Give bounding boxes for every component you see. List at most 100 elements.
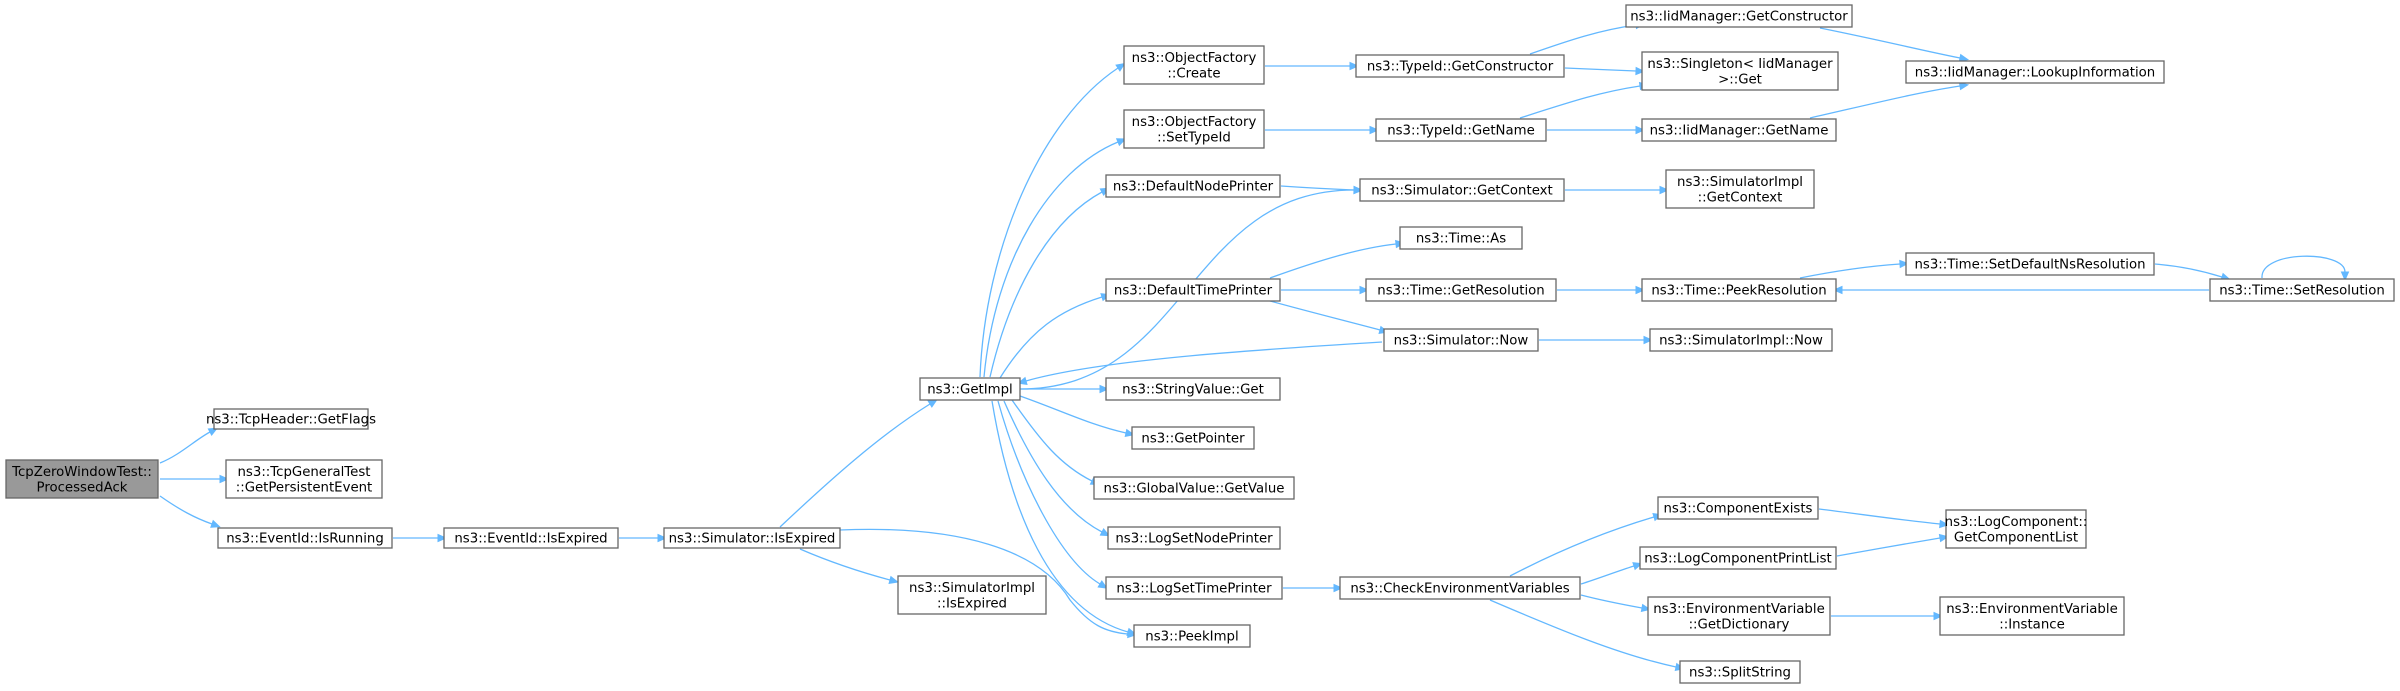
node-stringvalue_get[interactable]: ns3::StringValue::Get: [1105, 377, 1281, 401]
node-logcomponent_getcomponentlist[interactable]: ns3::LogComponent::GetComponentList: [1945, 509, 2088, 549]
node-label-line: ns3::Singleton< IidManager: [1647, 57, 1833, 72]
node-box: [213, 408, 369, 430]
node-label-line: ns3::Time::GetResolution: [1377, 284, 1544, 299]
edge-eventid_isexpired-to-simulator_isexpired: [619, 533, 668, 543]
edge-checkenvironmentvariables-to-componentexists: [1509, 513, 1663, 577]
edge-line: [1509, 516, 1655, 577]
arrowhead-icon: [1359, 285, 1370, 295]
node-peekimpl[interactable]: ns3::PeekImpl: [1133, 624, 1251, 648]
node-box: [1105, 278, 1281, 302]
node-box: [1647, 596, 1831, 636]
node-globalvalue_getvalue[interactable]: ns3::GlobalValue::GetValue: [1093, 476, 1295, 500]
node-singleton_iidmanager_get[interactable]: ns3::Singleton< IidManager >::Get: [1641, 51, 1839, 91]
edge-checkenvironmentvariables-to-environmentvariable_getdictionary: [1580, 594, 1652, 613]
node-simulatorimpl_now[interactable]: ns3::SimulatorImpl::Now: [1649, 328, 1833, 352]
node-time_setresolution[interactable]: ns3::Time::SetResolution: [2209, 278, 2395, 302]
edge-line: [1025, 341, 1383, 382]
node-time_peekresolution[interactable]: ns3::Time::PeekResolution: [1641, 278, 1837, 302]
edge-root-to-tcpheader_getflags: [159, 427, 219, 464]
node-box: [663, 527, 841, 549]
node-iidmanager_lookupinformation[interactable]: ns3::IidManager::LookupInformation: [1905, 60, 2165, 84]
node-box: [1339, 576, 1581, 600]
arrowhead-icon: [1097, 580, 1108, 589]
node-eventid_isexpired[interactable]: ns3::EventId::IsExpired: [443, 527, 619, 549]
node-simulatorimpl_isexpired[interactable]: ns3::SimulatorImpl::IsExpired: [897, 575, 1047, 615]
node-environmentvariable_getdictionary[interactable]: ns3::EnvironmentVariable::GetDictionary: [1647, 596, 1831, 636]
edge-line: [159, 495, 213, 525]
node-box: [5, 459, 159, 499]
node-tcpgeneraltest_getpersistentevent[interactable]: ns3::TcpGeneralTest::GetPersistentEvent: [225, 459, 383, 499]
edge-componentexists-to-logcomponent_getcomponentlist: [1818, 508, 1950, 529]
node-box: [443, 527, 619, 549]
node-label-line: ns3::SimulatorImpl: [909, 581, 1035, 596]
node-label-line: ns3::LogComponent::: [1945, 515, 2088, 530]
edge-eventid_isrunning-to-eventid_isexpired: [393, 533, 448, 543]
edge-line: [1809, 85, 1961, 119]
edge-logcomponentprintlist-to-logcomponent_getcomponentlist: [1836, 533, 1950, 557]
node-box: [1641, 51, 1839, 91]
node-splitstring[interactable]: ns3::SplitString: [1679, 660, 1801, 684]
node-simulator_isexpired[interactable]: ns3::Simulator::IsExpired: [663, 527, 841, 549]
edge-line: [999, 296, 1103, 379]
edge-defaulttimeprinter-to-time_as: [1269, 239, 1406, 279]
node-componentexists[interactable]: ns3::ComponentExists: [1657, 496, 1819, 520]
node-label-line: GetComponentList: [1954, 530, 2078, 545]
node-defaulttimeprinter[interactable]: ns3::DefaultTimePrinter: [1105, 278, 1281, 302]
node-getimpl[interactable]: ns3::GetImpl: [919, 377, 1021, 401]
node-box: [217, 527, 393, 549]
edge-line: [159, 431, 211, 464]
node-label-line: ProcessedAck: [37, 480, 128, 495]
node-box: [1399, 226, 1523, 250]
edge-line: [989, 191, 1103, 378]
edge-typeid_getname-to-singleton_iidmanager_get: [1519, 81, 1650, 119]
node-box: [1105, 174, 1281, 198]
edge-environmentvariable_getdictionary-to-environmentvariable_instance: [1831, 611, 1944, 621]
node-simulator_now[interactable]: ns3::Simulator::Now: [1383, 328, 1539, 352]
node-eventid_isrunning[interactable]: ns3::EventId::IsRunning: [217, 527, 393, 549]
node-tcpheader_getflags[interactable]: ns3::TcpHeader::GetFlags: [206, 408, 376, 430]
node-time_setdefaultnsresolution[interactable]: ns3::Time::SetDefaultNsResolution: [1905, 252, 2155, 276]
node-iidmanager_getconstructor[interactable]: ns3::IidManager::GetConstructor: [1625, 4, 1853, 28]
arrowhead-icon: [1958, 81, 1970, 91]
node-label-line: ns3::GlobalValue::GetValue: [1104, 482, 1285, 497]
arrowhead-icon: [927, 399, 938, 408]
node-box: [1639, 546, 1837, 570]
edge-getimpl-to-defaultnodeprinter: [989, 187, 1111, 378]
node-environmentvariable_instance[interactable]: ns3::EnvironmentVariable::Instance: [1939, 596, 2125, 636]
edge-time_peekresolution-to-time_setdefaultnsresolution: [1799, 259, 1910, 279]
edge-time_getresolution-to-time_peekresolution: [1557, 285, 1646, 295]
arrowhead-icon: [1349, 61, 1360, 71]
node-box: [1905, 252, 2155, 276]
arrowhead-icon: [1115, 62, 1126, 72]
edge-iidmanager_getconstructor-to-iidmanager_lookupinformation: [1819, 27, 1970, 63]
node-time_getresolution[interactable]: ns3::Time::GetResolution: [1365, 278, 1557, 302]
node-box: [1359, 178, 1565, 202]
node-label-line: ns3::PeekImpl: [1145, 630, 1238, 645]
arrowhead-icon: [437, 533, 448, 543]
node-label-line: ::SetTypeId: [1157, 130, 1231, 145]
node-label-line: ns3::SplitString: [1689, 666, 1791, 681]
node-iidmanager_getname[interactable]: ns3::IidManager::GetName: [1641, 118, 1837, 142]
node-box: [1383, 328, 1539, 352]
node-box: [225, 459, 383, 499]
edge-line: [1269, 300, 1381, 331]
node-getpointer[interactable]: ns3::GetPointer: [1131, 426, 1255, 450]
node-objectfactory_settypeid[interactable]: ns3::ObjectFactory::SetTypeId: [1123, 109, 1265, 149]
node-simulator_getcontext[interactable]: ns3::Simulator::GetContext: [1359, 178, 1565, 202]
node-label-line: ::GetDictionary: [1689, 617, 1790, 632]
edge-line: [1269, 243, 1397, 279]
node-logsettimeprinter[interactable]: ns3::LogSetTimePrinter: [1105, 576, 1283, 600]
node-simulatorimpl_getcontext[interactable]: ns3::SimulatorImpl::GetContext: [1665, 169, 1815, 209]
node-defaultnodeprinter[interactable]: ns3::DefaultNodePrinter: [1105, 174, 1281, 198]
node-box: [1123, 45, 1265, 85]
node-checkenvironmentvariables[interactable]: ns3::CheckEnvironmentVariables: [1339, 576, 1581, 600]
node-typeid_getname[interactable]: ns3::TypeId::GetName: [1375, 118, 1547, 142]
node-logcomponentprintlist[interactable]: ns3::LogComponentPrintList: [1639, 546, 1837, 570]
node-label-line: ::GetPersistentEvent: [236, 480, 373, 495]
node-logsetnodeprinter[interactable]: ns3::LogSetNodePrinter: [1107, 526, 1281, 550]
node-label-line: ns3::IidManager::GetName: [1650, 124, 1829, 139]
edge-line: [979, 67, 1119, 378]
node-time_as[interactable]: ns3::Time::As: [1399, 226, 1523, 250]
node-typeid_getconstructor[interactable]: ns3::TypeId::GetConstructor: [1355, 54, 1565, 78]
node-objectfactory_create[interactable]: ns3::ObjectFactory::Create: [1123, 45, 1265, 85]
